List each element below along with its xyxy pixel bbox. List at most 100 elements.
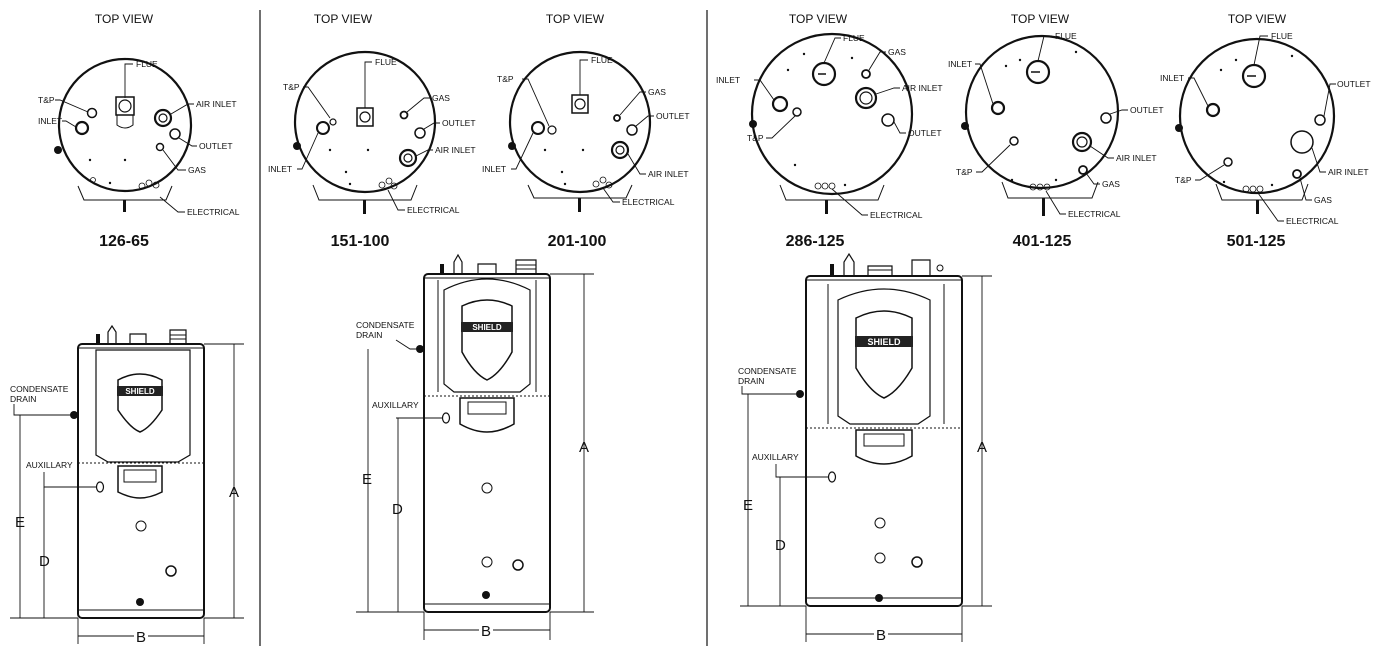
top-view-title: TOP VIEW [314, 12, 373, 26]
leader-line [619, 91, 646, 116]
air-inlet-port-inner [403, 153, 413, 163]
condensate-drain-port [796, 390, 804, 398]
condensate-drain-port [416, 345, 424, 353]
front-view-medium: SHIELD CONDENSATE DRAIN AUXILLARY A E D … [356, 253, 594, 640]
leader-line [162, 149, 186, 171]
base-stub [578, 198, 581, 212]
flue-port [574, 98, 586, 110]
leader-line [976, 144, 1011, 173]
mount-dot [123, 158, 127, 162]
label-electrical: ELECTRICAL [407, 205, 460, 215]
electrical-port [605, 181, 613, 189]
leader-line [1257, 192, 1284, 222]
front-port [874, 517, 886, 529]
mount-dot [850, 56, 854, 60]
leader-line [1037, 35, 1052, 62]
outlet-port [1314, 114, 1326, 126]
leader-line [831, 188, 868, 216]
electrical-port [152, 181, 160, 189]
label-inlet: INLET [948, 59, 972, 69]
control-panel [837, 288, 931, 425]
mount-dot [560, 170, 564, 174]
inlet-port [771, 95, 789, 113]
side-drain-fitting [1175, 124, 1183, 132]
top-view-501-125: FLUE INLET OUTLET AIR INLET GAS T&P ELEC… [1160, 31, 1371, 250]
dimension-a: A [977, 439, 987, 456]
top-fitting [107, 324, 117, 345]
tank-outline [57, 57, 193, 193]
dimension-d: D [39, 553, 50, 570]
air-inlet-port [153, 108, 173, 128]
air-inlet-port [398, 148, 418, 168]
gas-port [399, 110, 409, 120]
dimension-d: D [392, 501, 403, 518]
label-outlet: OUTLET [1130, 105, 1164, 115]
label-flue: FLUE [1271, 31, 1293, 41]
leader-line [406, 97, 430, 113]
shield-logo-band [117, 386, 163, 396]
base-stub [825, 200, 828, 214]
side-drain-fitting [961, 122, 969, 130]
flue-port [359, 111, 371, 123]
air-inlet-port-inner [615, 145, 625, 155]
label-inlet: INLET [38, 116, 62, 126]
electrical-port [1256, 185, 1264, 193]
top-view-126-65: FLUE T&P INLET AIR INLET OUTLET GAS ELEC… [38, 57, 240, 250]
leader-line [1085, 172, 1100, 185]
top-fitting [453, 253, 463, 275]
model-label: 401-125 [1013, 233, 1072, 250]
label-gas: GAS [432, 93, 450, 103]
electrical-port [1029, 183, 1037, 191]
mount-dot [1219, 68, 1223, 72]
outlet-port [414, 127, 426, 139]
mount-dot [328, 148, 332, 152]
front-view-large: SHIELD CONDENSATE DRAIN AUXILLARY A E D … [738, 252, 992, 644]
control-display [467, 401, 507, 415]
label-gas: GAS [188, 165, 206, 175]
air-inlet-port [1071, 131, 1093, 153]
label-flue: FLUE [1055, 31, 1077, 41]
mount-dot [108, 181, 112, 185]
mount-dot [563, 182, 567, 186]
leader-line [975, 63, 994, 105]
flue-fitting [356, 107, 374, 127]
auxillary-port [827, 471, 837, 483]
leader-line [511, 132, 534, 170]
leader-line [522, 78, 550, 127]
leader-line [741, 386, 796, 395]
front-port [911, 556, 923, 568]
label-tp: T&P [1175, 175, 1192, 185]
inlet-port [316, 121, 330, 135]
tp-port [547, 125, 557, 135]
mount-dot [802, 52, 806, 56]
leader-line [1311, 147, 1326, 173]
leader-line [754, 79, 775, 101]
label-air-inlet: AIR INLET [1116, 153, 1157, 163]
base-ring [1215, 183, 1309, 201]
mount-dot [786, 68, 790, 72]
brand-text: SHIELD [472, 323, 502, 332]
tank-outline [1178, 37, 1336, 195]
leader-line [823, 37, 841, 64]
outlet-port [626, 124, 638, 136]
leader-line [178, 137, 197, 147]
front-view-small: SHIELD CONDENSATE DRAIN AUXILLARY A E D … [10, 324, 244, 646]
outlet-port [1100, 112, 1112, 124]
shield-logo [461, 299, 513, 381]
leader-line [303, 86, 331, 119]
tp-port [1009, 136, 1019, 146]
label-gas: GAS [1102, 179, 1120, 189]
leader-line [868, 51, 886, 71]
leader-line [387, 189, 405, 211]
gas-port [861, 69, 871, 79]
mount-dot [344, 170, 348, 174]
top-view-title: TOP VIEW [1228, 12, 1287, 26]
leader-line [1188, 77, 1209, 107]
label-tp: T&P [38, 95, 55, 105]
label-flue: FLUE [591, 55, 613, 65]
leader-line [875, 87, 900, 95]
auxillary-port [441, 412, 451, 424]
tp-port [86, 107, 98, 119]
dimension-e: E [15, 514, 25, 531]
